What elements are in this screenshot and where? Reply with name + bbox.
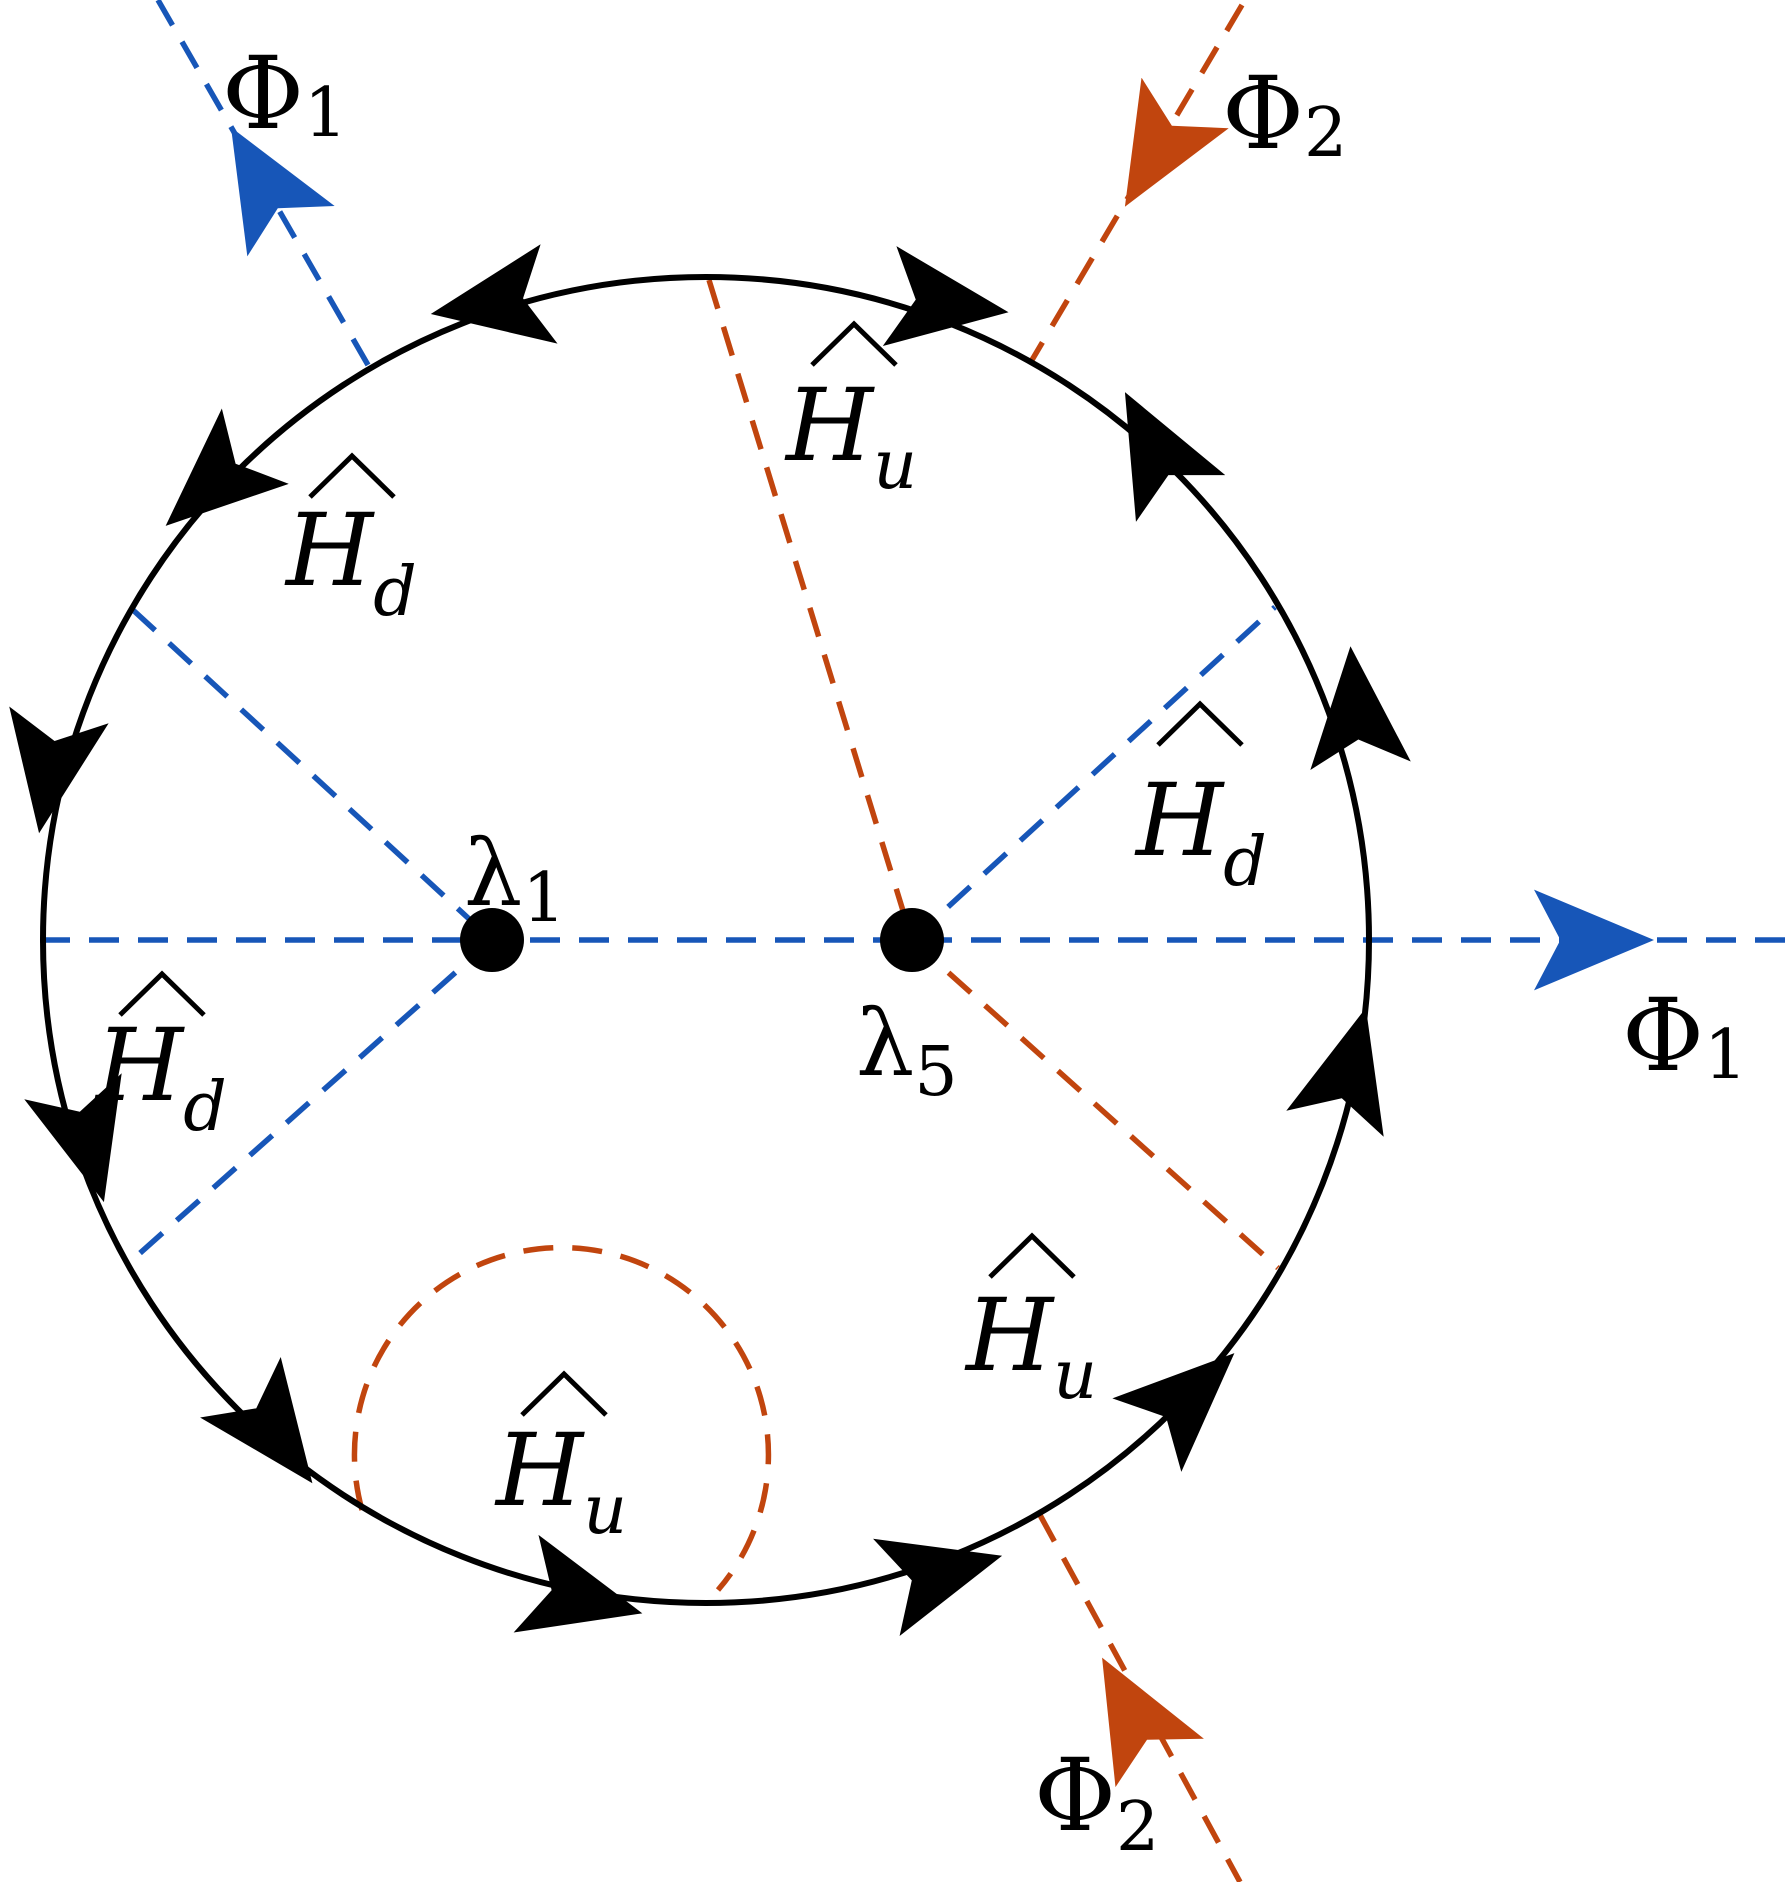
hat-accent <box>520 1370 608 1417</box>
phi2-top-label: Φ2 <box>1222 55 1347 173</box>
fermion-arrows <box>9 244 1411 1636</box>
svg-text:Hu: Hu <box>784 367 917 505</box>
hu-bottom-label: Hu <box>494 1370 627 1550</box>
lambda5-label: λ5 <box>856 990 958 1112</box>
lambda1-vertex <box>460 908 524 972</box>
hu-top-label: Hu <box>784 320 917 505</box>
svg-text:Hd: Hd <box>94 1007 227 1147</box>
lambda5-vertex <box>880 908 944 972</box>
svg-text:Hu: Hu <box>494 1412 627 1550</box>
hd-upper-left-line <box>131 607 494 943</box>
phi2-bottom-label: Φ2 <box>1034 1737 1159 1867</box>
hd-lower-left-line <box>128 937 494 1265</box>
hu-lower-right-line <box>910 937 1280 1271</box>
svg-text:Hu: Hu <box>964 1277 1097 1415</box>
hu-lower-right-label: Hu <box>964 1232 1097 1415</box>
hd-right-line <box>910 604 1277 943</box>
svg-text:Hd: Hd <box>1134 762 1267 902</box>
fermion-arrow <box>165 408 289 526</box>
hat-accent <box>988 1232 1076 1279</box>
lambda1-label: λ1 <box>464 820 566 938</box>
fermion-loop <box>40 274 1372 1606</box>
hu-top-line <box>706 279 915 941</box>
hd-lower-left-label: Hd <box>94 970 227 1147</box>
phi2-top-line <box>1029 3 1245 362</box>
hat-accent <box>308 452 396 499</box>
hd-right-label: Hd <box>1134 700 1267 902</box>
phi1-right-label: Φ1 <box>1622 977 1747 1095</box>
fermion-arrow <box>513 1534 643 1633</box>
phi1-top-label: Φ1 <box>222 35 347 153</box>
hd-upper-left-label: Hd <box>284 452 417 632</box>
hat-accent <box>810 320 898 367</box>
hat-accent <box>1156 700 1244 747</box>
svg-text:Hd: Hd <box>284 492 417 632</box>
hat-accent <box>118 970 206 1017</box>
